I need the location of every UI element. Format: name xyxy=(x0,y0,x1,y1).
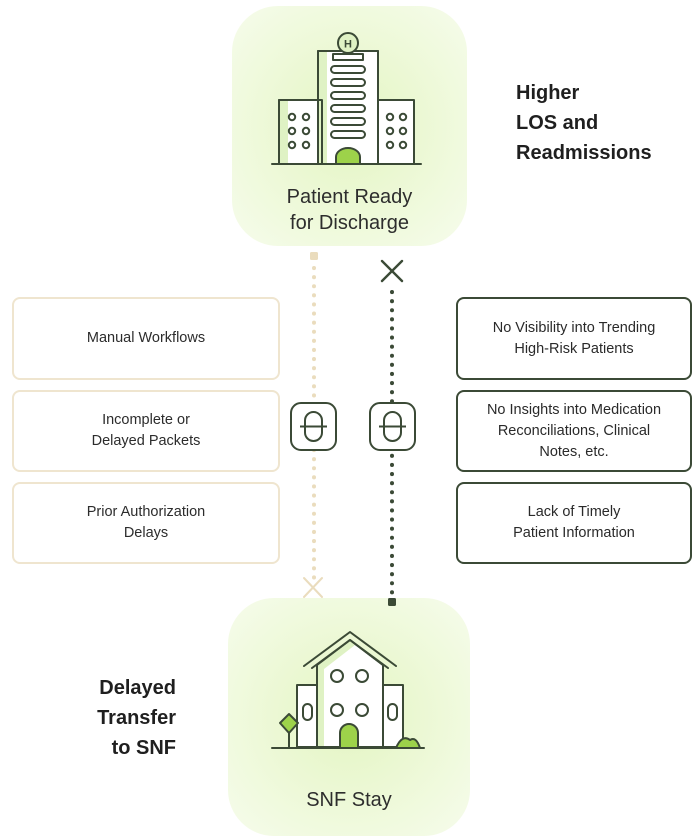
problem-box-delayed-packets: Incomplete or Delayed Packets xyxy=(12,390,280,472)
hospital-icon xyxy=(271,32,422,165)
box-text-line: No Insights into Medication xyxy=(486,401,662,418)
problem-box-no-visibility: No Visibility into Trending High-Risk Pa… xyxy=(456,297,692,380)
box-text-line: Prior Authorization xyxy=(86,504,206,520)
problem-box-prior-authorization: Prior Authorization Delays xyxy=(12,482,280,564)
house-icon xyxy=(271,631,425,749)
hospital-node-label: Patient Ready for Discharge xyxy=(232,184,467,236)
box-text-line: Delays xyxy=(123,525,169,541)
box-text-line: Delayed Packets xyxy=(91,433,201,449)
heading-right-line2: LOS and xyxy=(516,112,599,134)
box-text-line: Notes, etc. xyxy=(539,443,609,460)
heading-right-line1: Higher xyxy=(516,82,580,104)
heading-left-line3: to SNF xyxy=(111,737,176,759)
hospital-h-letter: H xyxy=(344,39,352,51)
outcome-heading-left: Delayed Transfer to SNF xyxy=(50,673,176,763)
heading-right-line3: Readmissions xyxy=(516,142,652,164)
box-text-line: Patient Information xyxy=(513,525,635,541)
box-text-line: Lack of Timely xyxy=(527,504,621,520)
box-text-line: Reconciliations, Clinical xyxy=(497,422,651,439)
light-x-mark xyxy=(303,577,323,598)
heading-left-line1: Delayed xyxy=(99,677,176,699)
problem-box-lack-of-timely-info: Lack of Timely Patient Information xyxy=(456,482,692,564)
hospital-label-line2: for Discharge xyxy=(290,212,409,234)
box-text-line: Incomplete or xyxy=(102,412,190,428)
blocker-icon-right xyxy=(369,402,416,451)
blocker-icon-left xyxy=(290,402,337,451)
dark-x-mark xyxy=(380,259,404,283)
hospital-label-line1: Patient Ready xyxy=(286,186,413,208)
problem-box-manual-workflows: Manual Workflows xyxy=(12,297,280,380)
problem-box-no-insights: No Insights into Medication Reconciliati… xyxy=(456,390,692,472)
heading-left-line2: Transfer xyxy=(97,707,176,729)
snf-node-label: SNF Stay xyxy=(306,789,392,811)
box-text-line: Manual Workflows xyxy=(86,330,206,346)
box-text-line: No Visibility into Trending xyxy=(492,319,656,336)
box-text-line: High-Risk Patients xyxy=(514,340,634,357)
outcome-heading-right: Higher LOS and Readmissions xyxy=(516,78,686,168)
